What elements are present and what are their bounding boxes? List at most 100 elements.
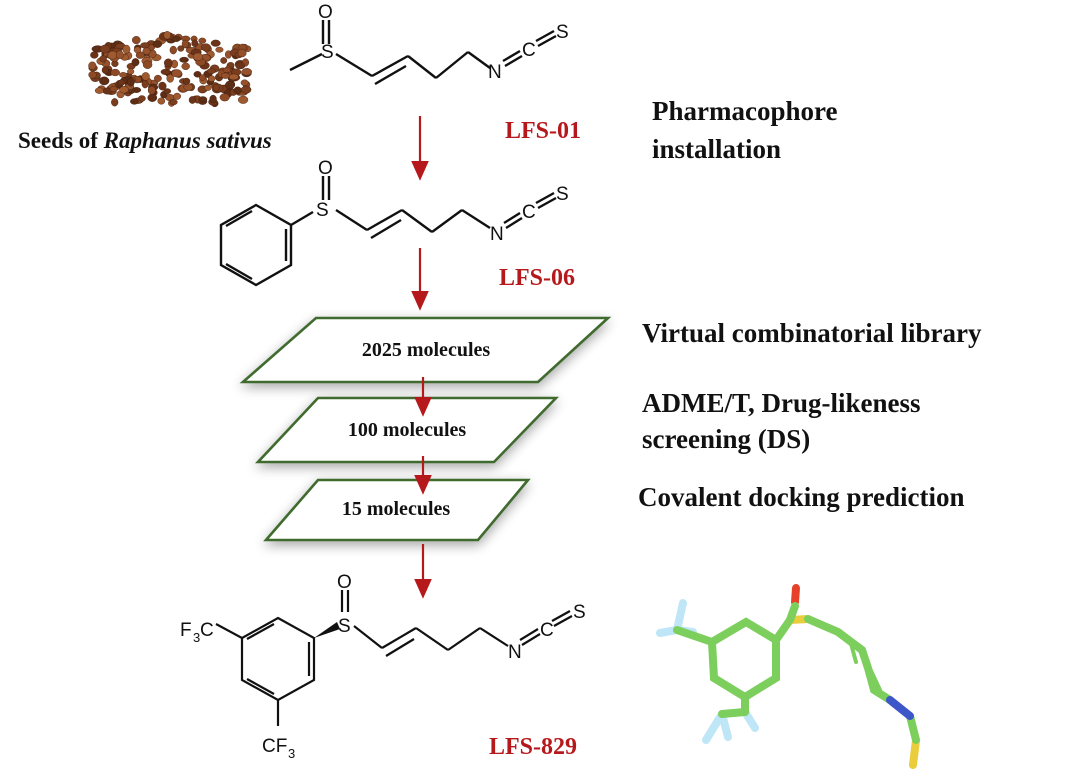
seed xyxy=(131,36,141,45)
seed xyxy=(127,77,135,87)
seed xyxy=(191,39,199,47)
seed xyxy=(99,44,111,54)
seed xyxy=(181,62,190,71)
compound-label-lfs-06: LFS-06 xyxy=(499,265,576,291)
seed xyxy=(142,60,153,69)
seed xyxy=(169,45,177,55)
atom-o-1: O xyxy=(318,2,333,23)
seed xyxy=(101,66,109,74)
atom-s-2: S xyxy=(316,200,329,221)
seed xyxy=(163,31,171,40)
seed xyxy=(115,50,124,60)
seed xyxy=(240,79,249,86)
molecule-lfs-01 xyxy=(289,20,557,86)
seeds-caption-species: Raphanus sativus xyxy=(103,128,272,153)
seeds-caption: Seeds of Raphanus sativus xyxy=(18,128,272,154)
funnel-label-100: 100 molecules xyxy=(347,419,467,441)
seed xyxy=(177,45,185,52)
seed xyxy=(119,72,128,78)
seeds-caption-prefix: Seeds of xyxy=(18,128,104,153)
step-adme-line1: ADME/T, Drug-likeness xyxy=(642,388,921,418)
atom-c-1: C xyxy=(522,40,536,61)
atom-n-1: N xyxy=(488,62,502,83)
seed xyxy=(152,40,163,48)
seed xyxy=(198,74,206,81)
seed xyxy=(166,74,174,83)
seed xyxy=(192,52,203,61)
compound-label-lfs-829: LFS-829 xyxy=(489,734,578,760)
seed xyxy=(99,76,110,86)
seed xyxy=(99,55,107,63)
molecule-lfs-829 xyxy=(215,590,573,726)
seed xyxy=(237,48,247,58)
radish-seeds-image xyxy=(88,31,252,108)
seed xyxy=(171,69,183,78)
seed xyxy=(130,98,139,105)
seed xyxy=(109,86,118,92)
seed xyxy=(219,93,230,102)
atom-o-2: O xyxy=(318,158,333,179)
seed xyxy=(163,58,173,68)
atom-s-1: S xyxy=(321,42,334,63)
funnel-label-15: 15 molecules xyxy=(341,498,451,520)
seed xyxy=(221,72,230,79)
seed xyxy=(141,72,150,81)
seed xyxy=(238,95,249,104)
seed xyxy=(160,68,171,75)
seed xyxy=(157,97,166,105)
atom-c-3: C xyxy=(540,620,554,641)
seed xyxy=(111,98,119,107)
seed xyxy=(215,46,224,53)
seed xyxy=(153,74,162,82)
funnel-tier-1 xyxy=(239,316,612,384)
seed xyxy=(173,92,182,100)
atom-s-3b: S xyxy=(573,602,586,623)
seed xyxy=(158,81,167,91)
seed xyxy=(207,75,216,82)
cf3-top-c: C xyxy=(200,620,214,641)
funnel-tier-2 xyxy=(254,396,560,464)
cf3-bottom-cf: CF xyxy=(262,736,287,757)
atom-o-3: O xyxy=(337,572,352,593)
cf3-top-f: F xyxy=(180,620,192,641)
step-covalent-docking: Covalent docking prediction xyxy=(638,482,965,512)
seed xyxy=(163,88,171,95)
seed xyxy=(117,79,126,86)
seed xyxy=(90,51,99,59)
wedge-bond xyxy=(314,622,340,638)
seed xyxy=(233,86,242,95)
funnel-label-2025: 2025 molecules xyxy=(361,339,491,361)
seed xyxy=(204,84,212,91)
atom-n-3: N xyxy=(508,642,522,663)
seed xyxy=(169,99,178,106)
step-pharmacophore-line2: installation xyxy=(652,134,782,164)
seed xyxy=(122,44,131,54)
lfs-829-3d-model xyxy=(656,584,920,769)
seed xyxy=(225,80,235,90)
step-adme-line2: screening (DS) xyxy=(642,424,811,454)
seed xyxy=(127,68,135,75)
seed xyxy=(188,96,197,104)
cf3-top-three: 3 xyxy=(193,630,200,645)
funnel-tier-3 xyxy=(263,478,531,542)
seed xyxy=(198,37,207,44)
seed xyxy=(94,87,104,94)
atom-s-3: S xyxy=(338,616,351,637)
molecule-lfs-06 xyxy=(219,176,557,287)
seed xyxy=(138,95,146,102)
seed xyxy=(142,47,151,55)
seed xyxy=(240,85,252,94)
compound-label-lfs-01: LFS-01 xyxy=(505,118,582,144)
step-pharmacophore-line1: Pharmacophore xyxy=(652,96,838,126)
seed xyxy=(88,71,97,79)
seed xyxy=(212,83,220,92)
seed xyxy=(110,68,120,77)
seed xyxy=(183,77,191,85)
cf3-bottom-three: 3 xyxy=(288,746,295,761)
seed xyxy=(183,83,193,91)
seed xyxy=(133,46,142,54)
seed xyxy=(147,86,156,95)
seed xyxy=(206,68,216,75)
seed xyxy=(140,42,150,49)
